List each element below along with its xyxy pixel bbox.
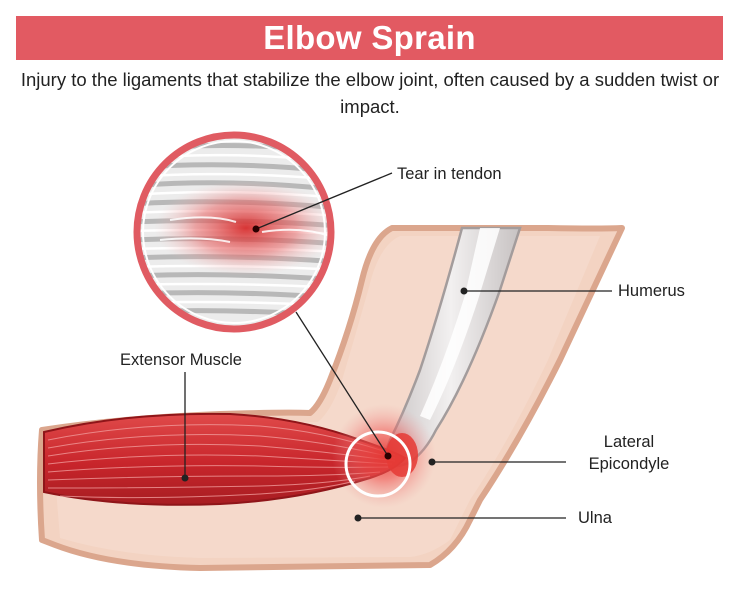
injury-highlight-circle bbox=[344, 430, 412, 498]
leader-lines bbox=[181, 172, 612, 522]
page-title: Elbow Sprain bbox=[263, 19, 476, 56]
tendon-zoom-circle bbox=[133, 131, 335, 333]
title-banner: Elbow Sprain bbox=[16, 16, 723, 60]
injury-glow bbox=[332, 404, 436, 508]
label-lateral-epicondyle: Lateral Epicondyle bbox=[574, 431, 684, 475]
subtitle: Injury to the ligaments that stabilize t… bbox=[20, 69, 720, 117]
humerus-marrow bbox=[420, 228, 500, 420]
label-lateral-line2: Epicondyle bbox=[588, 455, 670, 473]
label-ulna: Ulna bbox=[578, 509, 612, 527]
label-extensor-muscle: Extensor Muscle bbox=[120, 351, 242, 369]
extensor-muscle bbox=[43, 412, 407, 506]
label-humerus: Humerus bbox=[618, 282, 685, 300]
label-lateral-line1: Lateral bbox=[603, 433, 655, 451]
label-tear-in-tendon: Tear in tendon bbox=[397, 165, 502, 183]
